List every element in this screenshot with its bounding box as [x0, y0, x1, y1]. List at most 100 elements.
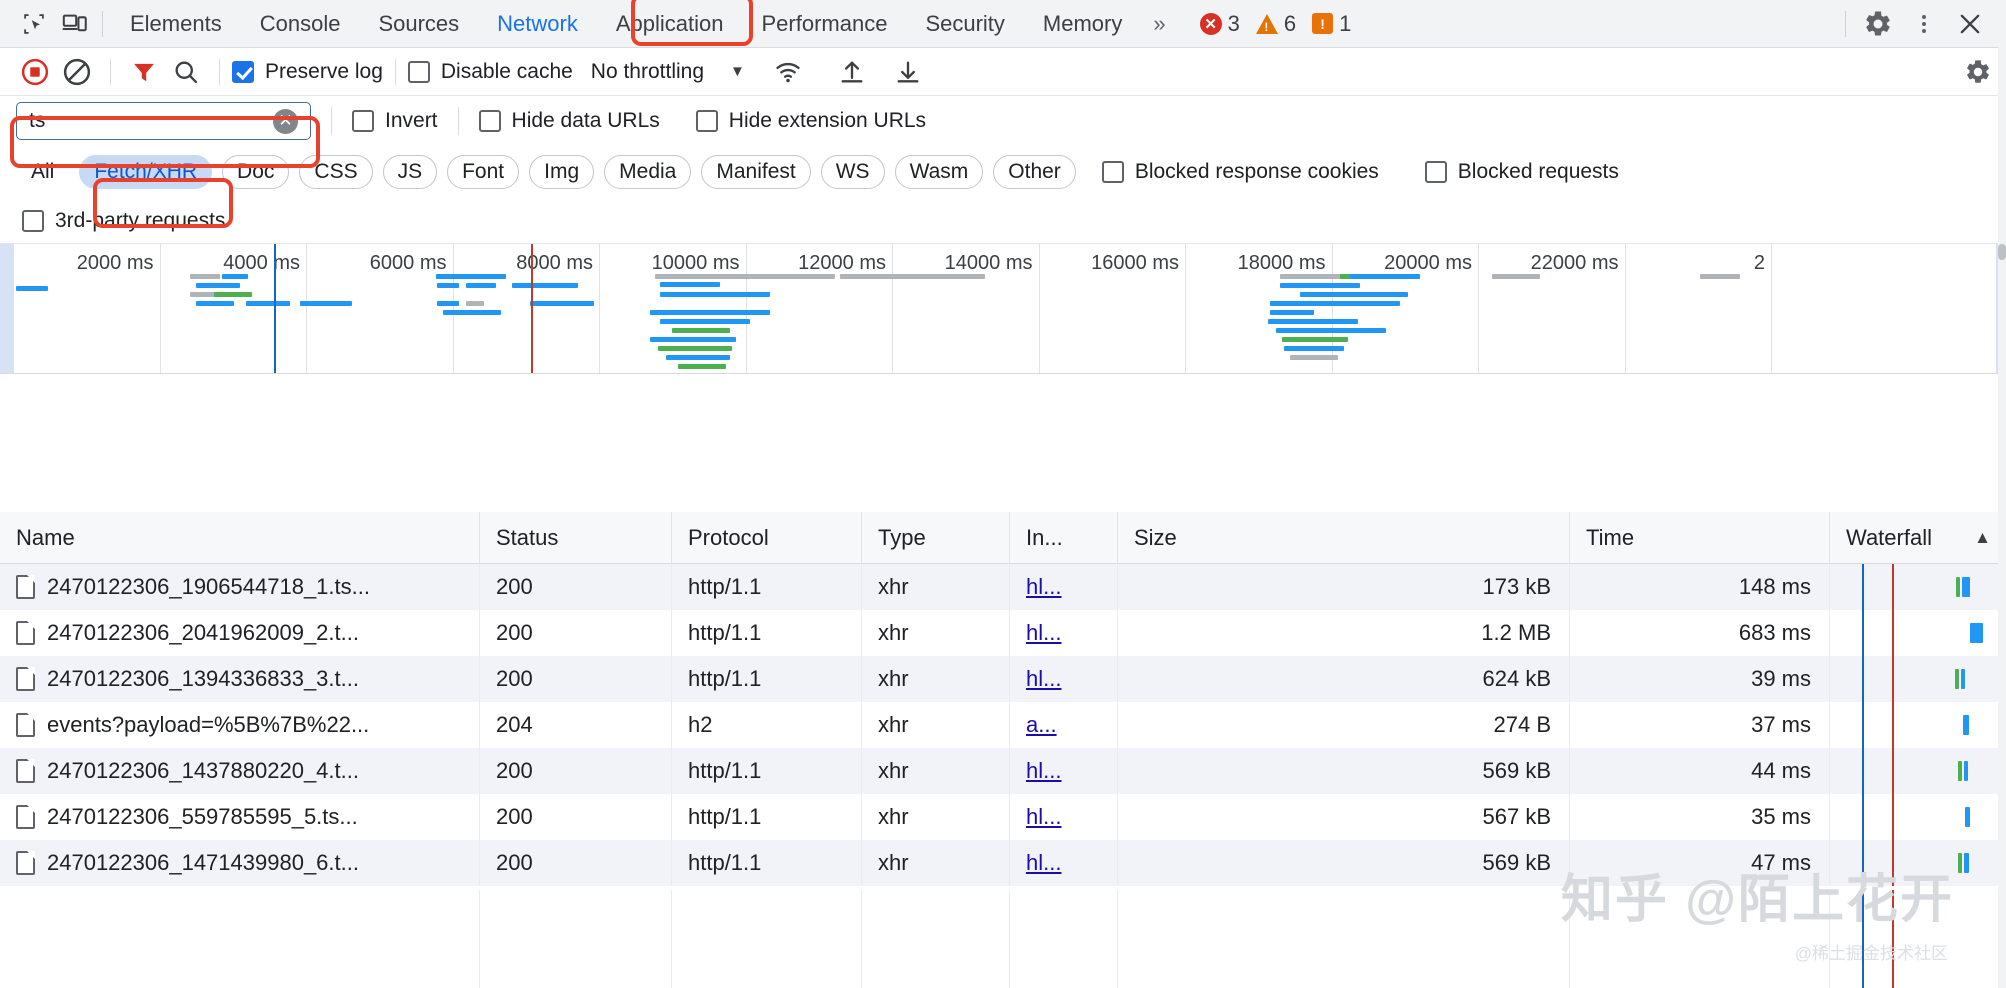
overview-tick: 22000 ms: [1479, 244, 1626, 373]
cell-name[interactable]: 2470122306_1394336833_3.t...: [0, 656, 480, 702]
cell-name[interactable]: events?payload=%5B%7B%22...: [0, 702, 480, 748]
hide-data-urls-checkbox[interactable]: Hide data URLs: [478, 109, 660, 133]
tab-memory[interactable]: Memory: [1024, 0, 1141, 48]
filter-chip-media[interactable]: Media: [604, 155, 692, 189]
overview-tick-label: 12000 ms: [798, 252, 886, 274]
filter-chip-manifest[interactable]: Manifest: [701, 155, 811, 189]
preserve-log-checkbox[interactable]: Preserve log: [232, 60, 383, 84]
cell-name[interactable]: 2470122306_1437880220_4.t...: [0, 748, 480, 794]
waterfall-bar-download: [1962, 577, 1970, 597]
cell-initiator-text[interactable]: hl...: [1026, 574, 1062, 599]
import-har-icon[interactable]: [831, 51, 873, 93]
device-toolbar-icon[interactable]: [54, 4, 94, 44]
kebab-menu-icon[interactable]: [1902, 2, 1946, 46]
disable-cache-checkbox[interactable]: Disable cache: [407, 59, 573, 84]
cell-initiator-text[interactable]: a...: [1026, 712, 1057, 737]
filter-input[interactable]: [29, 109, 273, 133]
network-settings-gear-icon[interactable]: [1964, 51, 2006, 93]
cell-initiator[interactable]: a...: [1010, 702, 1118, 748]
record-stop-icon[interactable]: [14, 51, 56, 93]
column-header-waterfall[interactable]: Waterfall ▲: [1830, 512, 2006, 564]
filter-chip-js[interactable]: JS: [382, 155, 438, 189]
column-header-name[interactable]: Name: [0, 512, 480, 564]
tab-performance[interactable]: Performance: [742, 0, 906, 48]
hide-extension-urls-checkbox[interactable]: Hide extension URLs: [695, 109, 926, 133]
filter-chip-img[interactable]: Img: [529, 155, 595, 189]
chevron-down-icon[interactable]: ▼: [730, 63, 745, 80]
filter-chip-wasm[interactable]: Wasm: [894, 155, 984, 189]
cell-initiator-text[interactable]: hl...: [1026, 620, 1062, 645]
cell-initiator[interactable]: hl...: [1010, 794, 1118, 840]
scrollbar-thumb[interactable]: [1998, 244, 2006, 260]
issue-counter[interactable]: ! 1: [1306, 11, 1357, 37]
blocked-response-cookies-checkbox[interactable]: Blocked response cookies: [1101, 160, 1379, 184]
cell-size-text: 569 kB: [1482, 758, 1552, 783]
column-header-size[interactable]: Size: [1118, 512, 1570, 564]
third-party-bar: 3rd-party requests: [0, 198, 2006, 244]
blocked-requests-checkbox[interactable]: Blocked requests: [1424, 160, 1619, 184]
checkbox-box: [1101, 161, 1124, 183]
filter-chip-doc[interactable]: Doc: [222, 155, 290, 189]
cell-initiator[interactable]: hl...: [1010, 748, 1118, 794]
tab-console[interactable]: Console: [241, 0, 360, 48]
cell-initiator[interactable]: hl...: [1010, 656, 1118, 702]
warning-counter[interactable]: 6: [1250, 11, 1302, 37]
cell-initiator-text[interactable]: hl...: [1026, 850, 1062, 875]
inspect-element-icon[interactable]: [14, 4, 54, 44]
overview-left-handle[interactable]: [0, 244, 14, 373]
tab-sources[interactable]: Sources: [359, 0, 478, 48]
throttling-select[interactable]: No throttling: [590, 59, 705, 83]
disable-cache-label: Disable cache: [440, 59, 573, 83]
column-header-type[interactable]: Type: [862, 512, 1010, 564]
export-har-icon[interactable]: [887, 51, 929, 93]
tab-elements[interactable]: Elements: [111, 0, 241, 48]
cell-initiator[interactable]: hl...: [1010, 564, 1118, 610]
filter-chip-all[interactable]: All: [16, 155, 70, 189]
filter-chip-font[interactable]: Font: [447, 155, 520, 189]
clear-network-log-icon[interactable]: [56, 51, 98, 93]
cell-initiator[interactable]: hl...: [1010, 610, 1118, 656]
column-header-protocol[interactable]: Protocol: [672, 512, 862, 564]
column-header-status[interactable]: Status: [480, 512, 672, 564]
invert-checkbox[interactable]: Invert: [352, 109, 438, 133]
tab-label: Elements: [130, 10, 222, 36]
tab-security[interactable]: Security: [906, 0, 1023, 48]
filter-funnel-icon[interactable]: [123, 51, 165, 93]
tab-network[interactable]: Network: [478, 0, 597, 48]
filter-chip-css[interactable]: CSS: [299, 155, 373, 189]
cell-initiator-text[interactable]: hl...: [1026, 758, 1062, 783]
third-party-requests-checkbox[interactable]: 3rd-party requests: [22, 209, 225, 233]
tab-application[interactable]: Application: [597, 0, 743, 48]
clear-input-icon[interactable]: ✕: [273, 108, 298, 134]
cell-initiator-text[interactable]: hl...: [1026, 666, 1062, 691]
vertical-scrollbar[interactable]: [1998, 0, 2006, 988]
checkbox-box: [407, 60, 430, 83]
filter-chip-other[interactable]: Other: [993, 155, 1076, 189]
cell-name[interactable]: 2470122306_2041962009_2.t...: [0, 610, 480, 656]
error-counter[interactable]: ✕ 3: [1194, 11, 1246, 37]
cell-name[interactable]: 2470122306_1471439980_6.t...: [0, 840, 480, 886]
chip-label: Fetch/XHR: [94, 160, 198, 183]
column-header-initiator[interactable]: In...: [1010, 512, 1118, 564]
cell-initiator[interactable]: hl...: [1010, 840, 1118, 886]
search-icon[interactable]: [165, 51, 207, 93]
filter-chip-ws[interactable]: WS: [820, 155, 885, 189]
network-conditions-icon[interactable]: [767, 51, 809, 93]
cell-name[interactable]: 2470122306_559785595_5.ts...: [0, 794, 480, 840]
chevron-double-right-icon[interactable]: »: [1153, 10, 1166, 36]
column-header-time[interactable]: Time: [1570, 512, 1830, 564]
cell-initiator-text[interactable]: hl...: [1026, 804, 1062, 829]
close-icon[interactable]: [1948, 2, 1992, 46]
cell-name[interactable]: 2470122306_1906544718_1.ts...: [0, 564, 480, 610]
filter-input-wrapper[interactable]: ✕: [16, 102, 311, 140]
gear-icon[interactable]: [1856, 2, 1900, 46]
filter-chip-fetch-xhr[interactable]: Fetch/XHR: [79, 155, 213, 189]
